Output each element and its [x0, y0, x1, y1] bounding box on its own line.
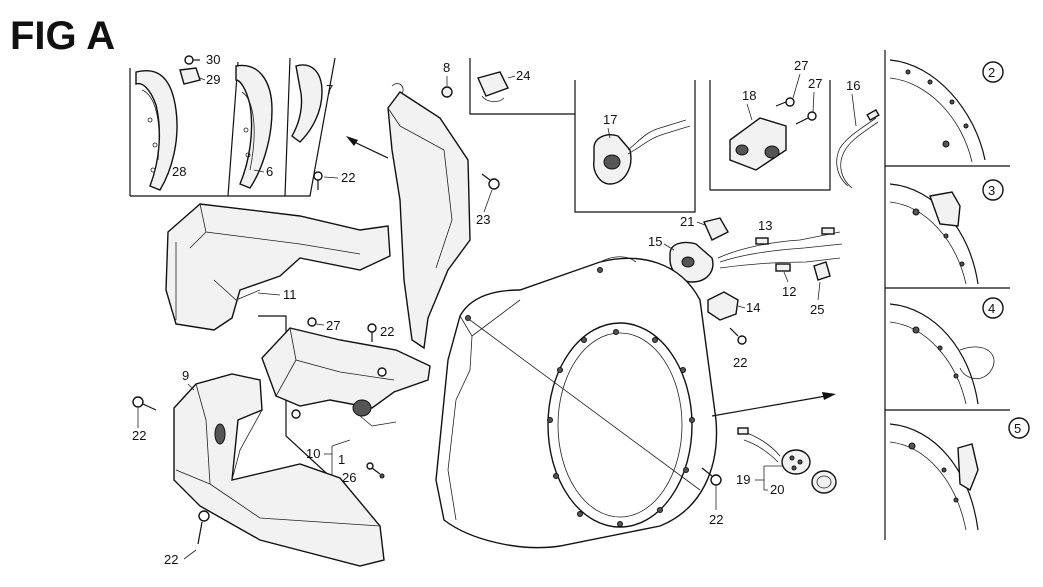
- part-25-clip: 25: [810, 261, 831, 317]
- part-tall-shroud: [387, 83, 471, 350]
- svg-text:24: 24: [516, 68, 530, 83]
- svg-text:27: 27: [326, 318, 340, 333]
- part-27-bolt-b: 27: [795, 76, 822, 125]
- svg-text:3: 3: [988, 183, 995, 198]
- part-12-terminal: 12: [775, 263, 796, 299]
- part-19-grommet-wire: [737, 427, 811, 475]
- detail-view-5: 5: [889, 417, 1030, 531]
- callout-10-1: 10 1 26: [306, 439, 356, 485]
- svg-text:12: 12: [782, 284, 796, 299]
- part-22-bolt-right-upper: 22: [729, 327, 747, 370]
- svg-text:5: 5: [1014, 421, 1021, 436]
- part-13-wire-harness: 13: [717, 218, 843, 269]
- detail-view-2: 2: [889, 59, 1004, 163]
- detail-panel-frame: [884, 50, 1010, 540]
- part-22-bolt-left: 22: [132, 396, 157, 443]
- svg-text:22: 22: [733, 355, 747, 370]
- part-6-shroud-strip: [235, 64, 273, 189]
- detail-view-4: 4: [889, 297, 1004, 405]
- inset-frame-top-left: [129, 57, 336, 197]
- svg-text:27: 27: [808, 76, 822, 91]
- part-7-shroud-piece: [291, 64, 323, 143]
- part-22-bolt-top-left: 22: [313, 170, 355, 190]
- svg-text:21: 21: [680, 214, 694, 229]
- part-20-cap: [811, 470, 837, 494]
- svg-text:22: 22: [380, 324, 394, 339]
- part-11-cover: 11: [165, 203, 391, 331]
- svg-text:19: 19: [736, 472, 750, 487]
- part-27-bolt-c: 27: [307, 317, 340, 333]
- part-22-bolt-bottom-left: 22: [164, 510, 210, 567]
- svg-text:4: 4: [988, 301, 995, 316]
- callout-7: 7: [326, 82, 333, 97]
- part-16-wire: 16: [836, 78, 880, 189]
- part-9-lower-cover: 9: [173, 368, 385, 567]
- svg-text:8: 8: [443, 60, 450, 75]
- fan-housing: [435, 256, 718, 549]
- part-14-connector: 14: [707, 291, 760, 321]
- svg-text:13: 13: [758, 218, 772, 233]
- arrow-to-details: [711, 392, 836, 417]
- part-8-nut: 8: [441, 60, 453, 98]
- inset-frame-18: [709, 80, 831, 191]
- svg-text:7: 7: [326, 82, 333, 97]
- svg-text:2: 2: [988, 65, 995, 80]
- svg-text:18: 18: [742, 88, 756, 103]
- part-26-screw: [366, 462, 385, 479]
- svg-text:14: 14: [746, 300, 760, 315]
- part-30-screw: [184, 55, 200, 65]
- svg-text:23: 23: [476, 212, 490, 227]
- svg-text:29: 29: [206, 72, 220, 87]
- part-10-bracket-assembly: [261, 327, 431, 427]
- svg-text:25: 25: [810, 302, 824, 317]
- part-22-bolt-bottom-right: 22: [701, 467, 723, 527]
- svg-text:22: 22: [341, 170, 355, 185]
- callout-19-20: 19 20: [736, 465, 784, 497]
- figure-title: FIG A: [10, 14, 116, 58]
- inset-frame-17: [574, 80, 696, 213]
- part-28-shroud-strip: [135, 70, 178, 191]
- callout-28: 28: [172, 164, 186, 179]
- svg-text:9: 9: [182, 368, 189, 383]
- callout-29: 29: [199, 72, 220, 87]
- part-18-bracket: 18: [729, 88, 787, 171]
- svg-text:30: 30: [206, 52, 220, 67]
- inset-frame-top-center: [469, 58, 575, 115]
- part-21-cap: 21: [680, 214, 729, 241]
- svg-text:22: 22: [709, 512, 723, 527]
- svg-text:10: 10: [306, 446, 320, 461]
- svg-text:22: 22: [164, 552, 178, 567]
- arrow-to-inset-left: [346, 136, 389, 159]
- part-27-bolt-a: 27: [775, 58, 808, 107]
- svg-text:1: 1: [338, 452, 345, 467]
- svg-text:22: 22: [132, 428, 146, 443]
- svg-text:27: 27: [794, 58, 808, 73]
- detail-view-3: 3: [889, 179, 1004, 285]
- part-22-bolt-mid: 22: [367, 323, 394, 342]
- part-24-clamp: 24: [477, 68, 530, 102]
- svg-text:20: 20: [770, 482, 784, 497]
- svg-text:16: 16: [846, 78, 860, 93]
- svg-text:11: 11: [283, 287, 297, 302]
- part-17-ignition-coil: 17: [593, 112, 691, 185]
- callout-30: 30: [206, 52, 220, 67]
- callout-6: 6: [253, 164, 273, 179]
- svg-text:26: 26: [342, 470, 356, 485]
- svg-text:6: 6: [266, 164, 273, 179]
- svg-text:28: 28: [172, 164, 186, 179]
- part-29-clip: [179, 67, 201, 85]
- part-23-bolt: 23: [476, 173, 500, 227]
- svg-text:15: 15: [648, 234, 662, 249]
- svg-text:17: 17: [603, 112, 617, 127]
